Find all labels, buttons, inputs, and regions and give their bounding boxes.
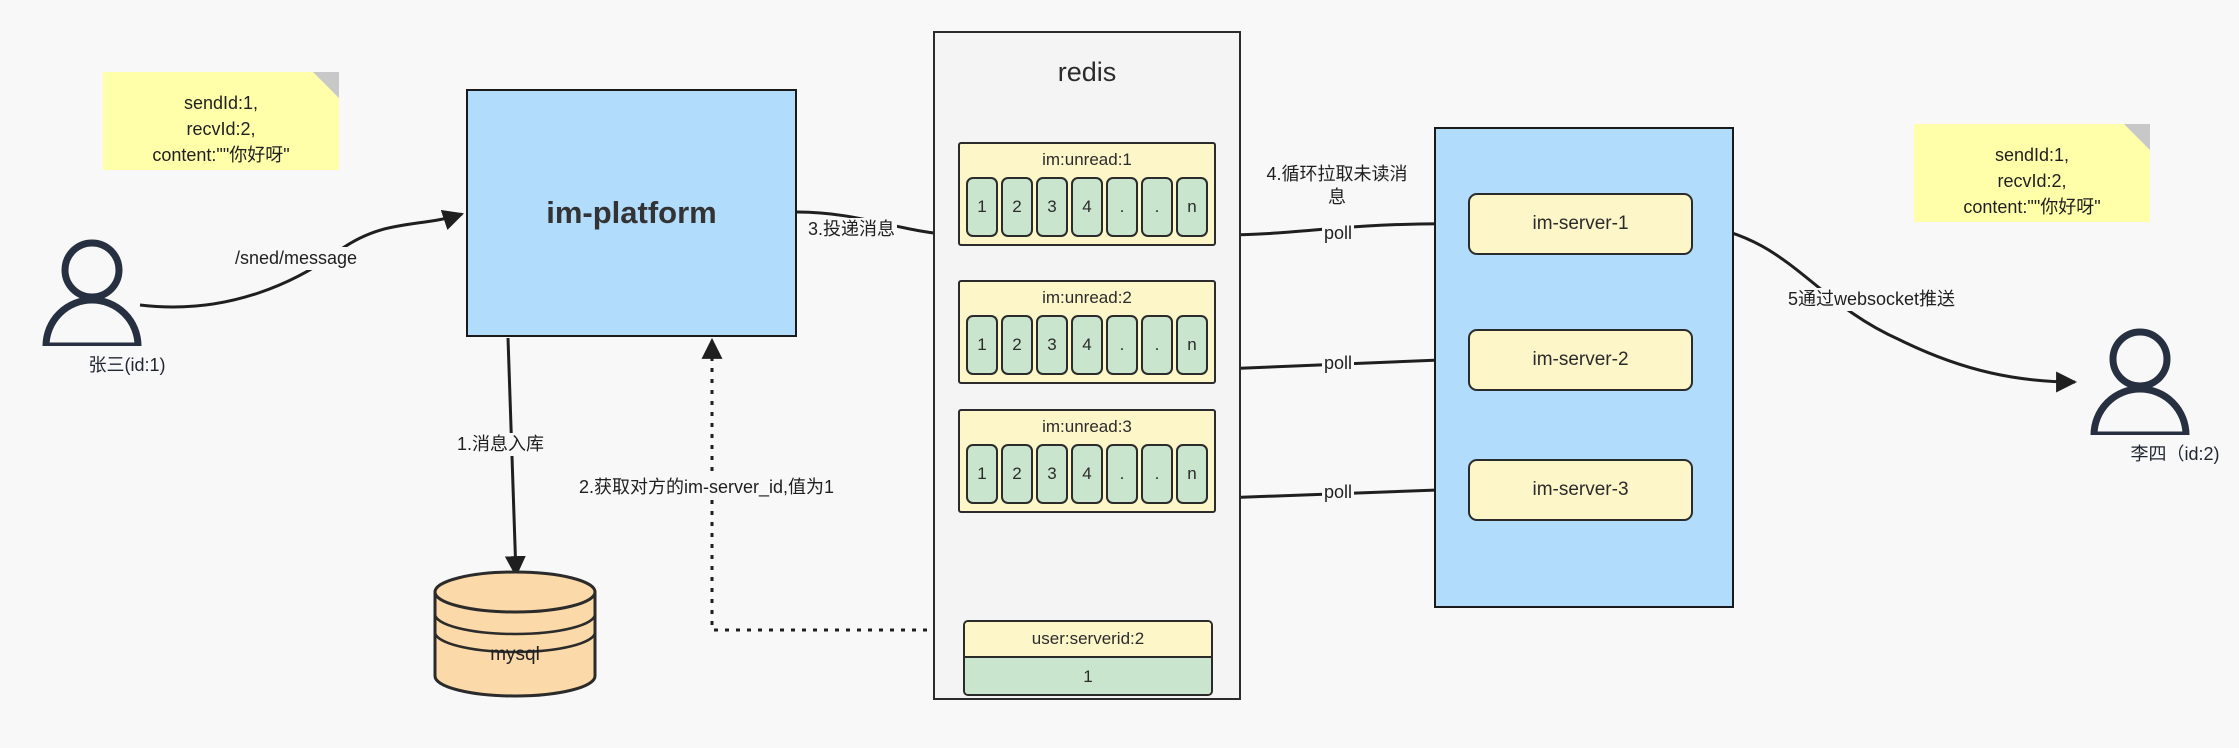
person-icon: [2090, 328, 2190, 439]
redis-list-group[interactable]: im:unread:1 1 2 3 4 . . n: [958, 142, 1216, 246]
redis-list-cells: 1 2 3 4 . . n: [966, 315, 1208, 375]
im-server-cluster: im-server-1 im-server-2 im-server-3: [1434, 127, 1734, 608]
redis-list-title: im:unread:3: [1042, 417, 1132, 436]
redis-cell: 2: [1001, 444, 1033, 504]
left-message-note: sendId:1, recvId:2, content:""你好呀": [103, 72, 339, 170]
im-server-3-box[interactable]: im-server-3: [1468, 459, 1693, 521]
edge-label-send-message: /sned/message: [233, 247, 360, 271]
redis-cell: 2: [1001, 315, 1033, 375]
redis-cell: .: [1141, 444, 1173, 504]
redis-cell: 4: [1071, 177, 1103, 237]
redis-cell: .: [1106, 444, 1138, 504]
sender-caption: 张三(id:1): [88, 355, 166, 375]
edge-label-step2: 2.获取对方的im-server_id,值为1: [577, 476, 837, 500]
redis-list-group[interactable]: im:unread:2 1 2 3 4 . . n: [958, 280, 1216, 384]
redis-cell: .: [1106, 177, 1138, 237]
redis-cell: .: [1106, 315, 1138, 375]
redis-list-group[interactable]: im:unread:3 1 2 3 4 . . n: [958, 409, 1216, 513]
im-server-1-box[interactable]: im-server-1: [1468, 193, 1693, 255]
note-fold-icon: [2124, 124, 2150, 150]
left-message-note-text: sendId:1, recvId:2, content:""你好呀": [152, 93, 290, 166]
note-fold-icon: [313, 72, 339, 98]
redis-kv-key: user:serverid:2: [965, 622, 1211, 658]
im-server-2-label: im-server-2: [1532, 349, 1629, 370]
im-platform-label: im-platform: [546, 195, 717, 230]
redis-cell: 1: [966, 444, 998, 504]
im-server-1-label: im-server-1: [1532, 213, 1629, 234]
edge-label-poll-2: poll: [1322, 352, 1355, 376]
edge-label-step5: 5通过websocket推送: [1786, 288, 1958, 312]
person-icon: [42, 239, 142, 350]
redis-cell: 3: [1036, 177, 1068, 237]
receiver-caption: 李四（id:2): [2130, 444, 2220, 464]
redis-container: redis im:unread:1 1 2 3 4 . . n im:unrea…: [933, 31, 1241, 700]
im-server-3-label: im-server-3: [1532, 479, 1629, 500]
database-cylinder-icon: [433, 570, 597, 698]
edge-label-step4: 4.循环拉取未读消 息: [1255, 163, 1419, 210]
edge-label-poll-1: poll: [1322, 222, 1355, 246]
redis-cell: 3: [1036, 444, 1068, 504]
redis-cell: n: [1176, 315, 1208, 375]
right-message-note: sendId:1, recvId:2, content:""你好呀": [1914, 124, 2150, 222]
redis-kv-block[interactable]: user:serverid:2 1: [963, 620, 1213, 696]
im-server-2-box[interactable]: im-server-2: [1468, 329, 1693, 391]
redis-cell: 1: [966, 177, 998, 237]
redis-cell: .: [1141, 177, 1173, 237]
redis-cell: n: [1176, 177, 1208, 237]
redis-cell: 1: [966, 315, 998, 375]
edge-label-step1: 1.消息入库: [455, 433, 547, 457]
redis-kv-value: 1: [965, 658, 1211, 694]
redis-cell: 4: [1071, 315, 1103, 375]
mysql-database[interactable]: mysql: [432, 570, 598, 698]
receiver-actor: 李四（id:2): [2080, 327, 2239, 466]
redis-list-title: im:unread:2: [1042, 288, 1132, 307]
redis-list-title: im:unread:1: [1042, 150, 1132, 169]
right-message-note-text: sendId:1, recvId:2, content:""你好呀": [1963, 145, 2101, 218]
redis-cell: n: [1176, 444, 1208, 504]
redis-list-cells: 1 2 3 4 . . n: [966, 444, 1208, 504]
edge-label-step3: 3.投递消息: [806, 218, 898, 242]
redis-cell: 4: [1071, 444, 1103, 504]
redis-title: redis: [1057, 57, 1117, 87]
redis-cell: .: [1141, 315, 1173, 375]
redis-cell: 3: [1036, 315, 1068, 375]
sender-actor: 张三(id:1): [32, 238, 222, 377]
mysql-label: mysql: [490, 644, 540, 666]
edge-label-poll-3: poll: [1322, 481, 1355, 505]
im-platform-box[interactable]: im-platform: [466, 89, 797, 337]
redis-cell: 2: [1001, 177, 1033, 237]
redis-list-cells: 1 2 3 4 . . n: [966, 177, 1208, 237]
